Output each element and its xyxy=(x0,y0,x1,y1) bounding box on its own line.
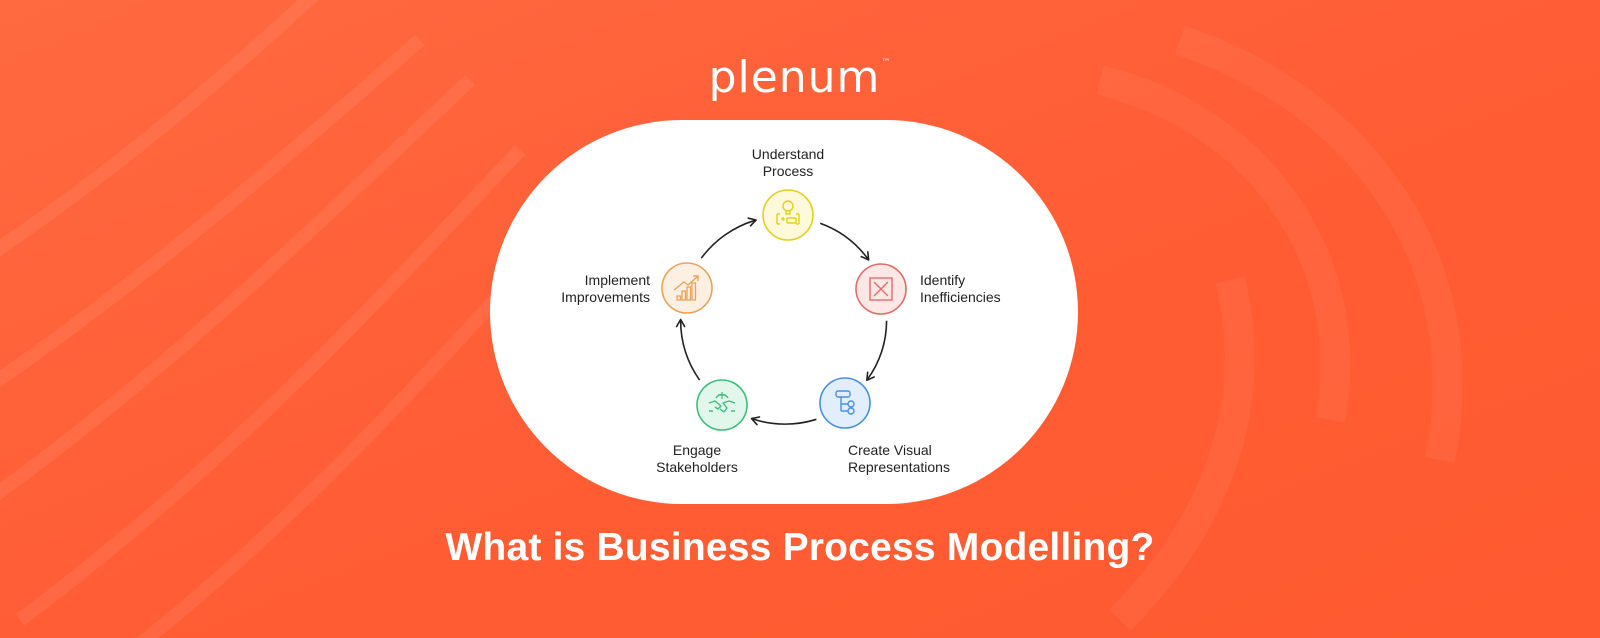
step-label-line1: Engage xyxy=(672,442,722,458)
step-circle xyxy=(696,379,748,431)
step-label-line1: Understand xyxy=(751,146,825,162)
x-square-icon xyxy=(869,277,893,301)
step-node-3 xyxy=(819,377,871,429)
step-node-4 xyxy=(696,379,748,431)
step-label-line1: Create Visual xyxy=(848,442,932,458)
step-circle xyxy=(819,377,871,429)
step-label-line2: Process xyxy=(762,163,814,179)
lightbulb-flow-icon xyxy=(776,200,800,225)
flowchart-icon xyxy=(835,390,855,415)
step-label-line1: Implement xyxy=(584,272,650,288)
step-circle xyxy=(762,189,814,241)
step-node-2 xyxy=(855,263,907,315)
cycle-arrow xyxy=(700,217,757,259)
cycle-arrow xyxy=(819,222,870,261)
diagram-card xyxy=(490,120,1078,504)
step-node-5 xyxy=(661,262,713,314)
handshake-globe-icon xyxy=(708,392,736,413)
step-label-line1: Identify xyxy=(920,272,966,288)
cycle-arrow xyxy=(675,318,701,381)
cycle-arrow xyxy=(866,320,888,382)
step-node-1 xyxy=(762,189,814,241)
step-label-line2: Improvements xyxy=(561,289,650,305)
step-label-line2: Representations xyxy=(848,459,950,475)
page-title: What is Business Process Modelling? xyxy=(445,526,1155,569)
logo-text: plenum xyxy=(708,52,881,103)
cycle-arrow xyxy=(750,416,817,426)
step-label-line2: Stakeholders xyxy=(656,459,738,475)
step-label-line2: Inefficiencies xyxy=(920,289,1001,305)
growth-chart-icon xyxy=(673,275,699,301)
trademark-symbol: ™ xyxy=(881,58,892,68)
plenum-logo: plenum™ xyxy=(0,52,1600,103)
